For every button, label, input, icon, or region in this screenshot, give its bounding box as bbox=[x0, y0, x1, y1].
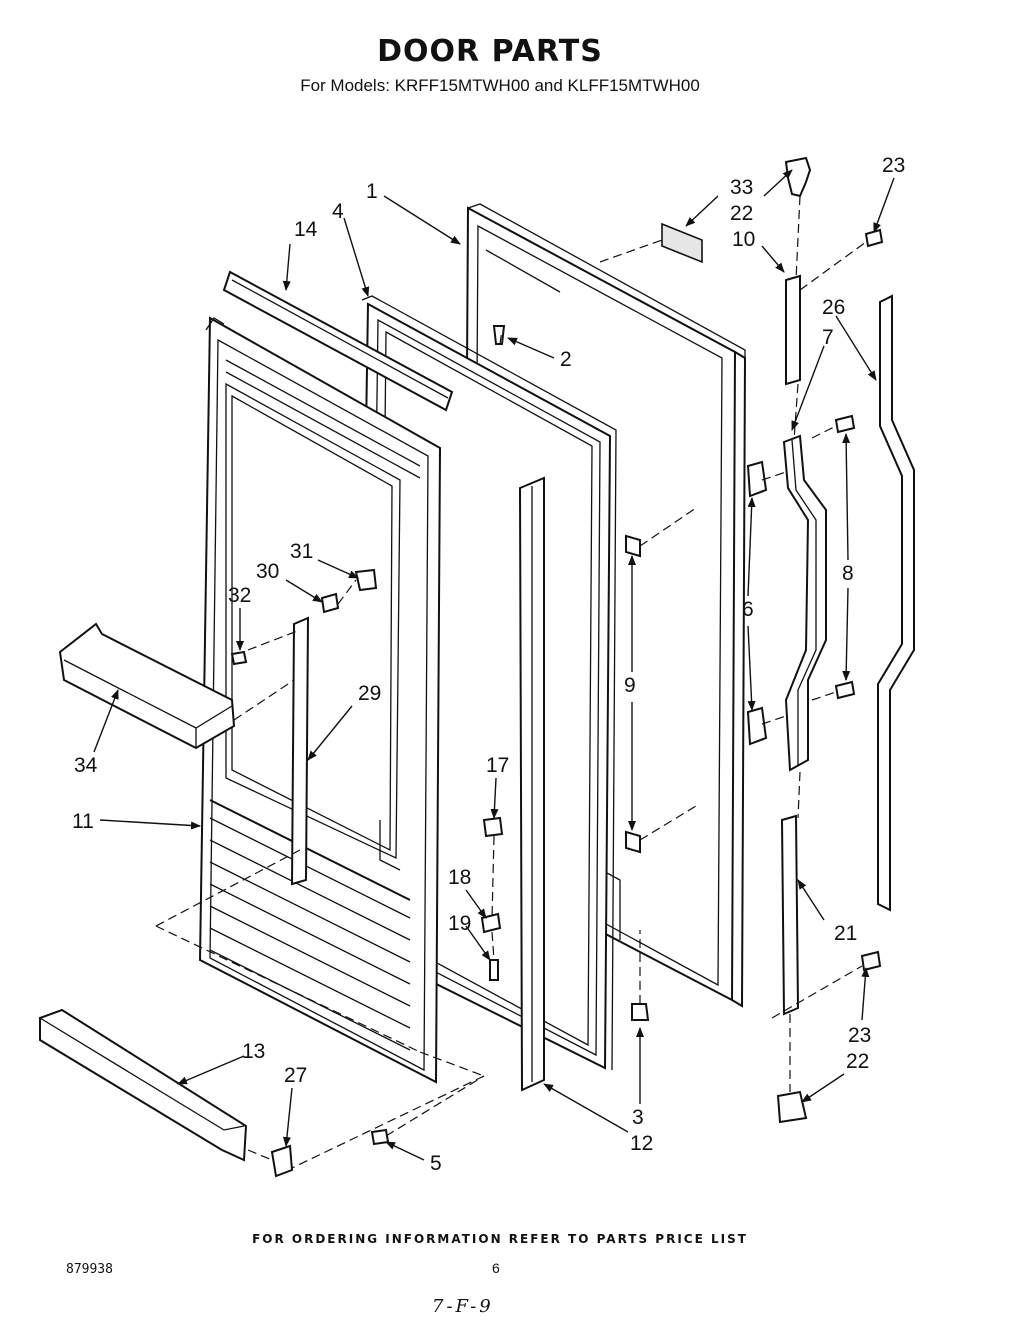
callout-29: 29 bbox=[358, 682, 381, 705]
callout-4: 4 bbox=[332, 200, 344, 223]
callout-12: 12 bbox=[630, 1132, 653, 1155]
callout-26: 26 bbox=[822, 296, 845, 319]
assembly-guide-lines bbox=[155, 195, 867, 1169]
callout-labels: 1 2 3 4 5 6 7 8 9 10 11 12 13 14 17 18 1… bbox=[72, 154, 905, 1175]
callout-19: 19 bbox=[448, 912, 471, 935]
callout-32: 32 bbox=[228, 584, 251, 607]
handwritten-note: 7-F-9 bbox=[432, 1296, 494, 1317]
callout-27: 27 bbox=[284, 1064, 307, 1087]
document-number: 879938 bbox=[66, 1262, 113, 1277]
callout-18: 18 bbox=[448, 866, 471, 889]
callout-2: 2 bbox=[560, 348, 572, 371]
page-title: DOOR PARTS bbox=[377, 34, 603, 69]
door-seal-strip bbox=[877, 294, 915, 912]
callout-8: 8 bbox=[842, 562, 854, 585]
door-handle bbox=[782, 434, 827, 772]
bottom-trim bbox=[39, 1008, 248, 1162]
callout-3: 3 bbox=[632, 1106, 644, 1129]
inner-door-liner bbox=[198, 316, 442, 1084]
door-trim-bar bbox=[518, 476, 545, 1092]
callout-30: 30 bbox=[256, 560, 279, 583]
callout-23-top: 23 bbox=[882, 154, 905, 177]
callout-11: 11 bbox=[72, 810, 94, 833]
bottom-clip bbox=[270, 1144, 294, 1178]
callout-23-bottom: 23 bbox=[848, 1024, 871, 1047]
callout-5: 5 bbox=[430, 1152, 442, 1175]
callout-22-top: 22 bbox=[730, 202, 753, 225]
small-hardware bbox=[230, 228, 884, 1146]
upper-hinge-assembly bbox=[661, 156, 812, 386]
callout-14: 14 bbox=[294, 218, 318, 241]
callout-33: 33 bbox=[730, 176, 753, 199]
retainer-bar bbox=[290, 616, 310, 886]
callout-34: 34 bbox=[74, 754, 98, 777]
callout-7: 7 bbox=[822, 326, 834, 349]
callout-22-bottom: 22 bbox=[846, 1050, 869, 1073]
handle-end-caps bbox=[746, 460, 768, 746]
callout-10: 10 bbox=[732, 228, 755, 251]
callout-6: 6 bbox=[742, 598, 754, 621]
door-shelf-bucket bbox=[58, 622, 236, 750]
ordering-note: FOR ORDERING INFORMATION REFER TO PARTS … bbox=[252, 1232, 748, 1246]
callout-9: 9 bbox=[624, 674, 636, 697]
lower-hinge-cap bbox=[776, 1090, 808, 1124]
top-trim-strip bbox=[222, 270, 454, 412]
callout-13: 13 bbox=[242, 1040, 265, 1063]
callout-1: 1 bbox=[366, 180, 378, 203]
callout-21: 21 bbox=[834, 922, 857, 945]
lower-hinge bbox=[780, 814, 800, 1016]
model-subtitle: For Models: KRFF15MTWH00 and KLFF15MTWH0… bbox=[300, 76, 700, 95]
leader-arrows bbox=[93, 169, 895, 1161]
callout-31: 31 bbox=[290, 540, 313, 563]
page-number: 6 bbox=[492, 1260, 500, 1276]
callout-17: 17 bbox=[486, 754, 509, 777]
handle-brackets bbox=[625, 534, 641, 854]
